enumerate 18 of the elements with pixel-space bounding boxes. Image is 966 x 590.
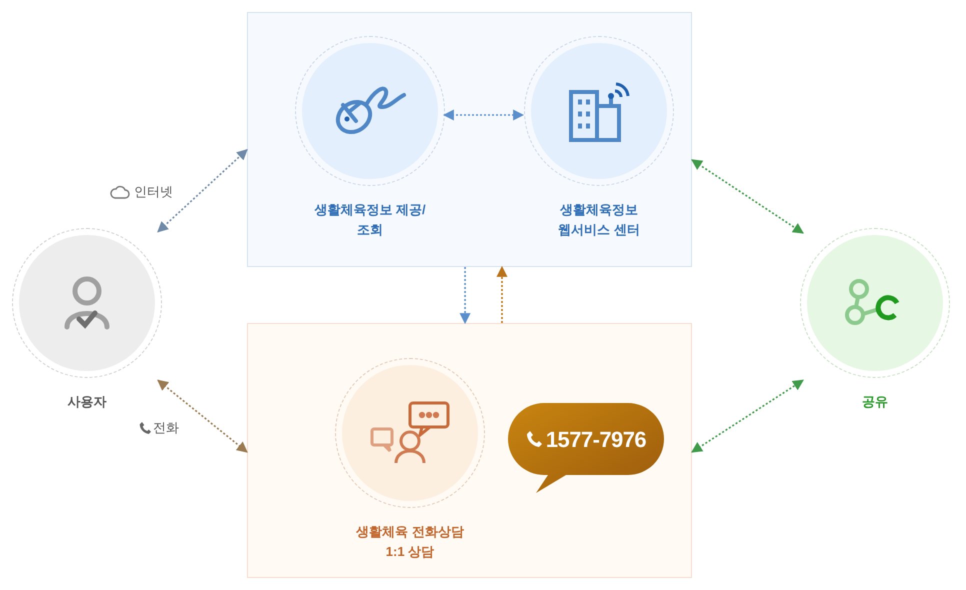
arrow — [460, 267, 471, 324]
speech-bubble — [508, 403, 664, 493]
arrow — [157, 148, 248, 232]
arrow — [691, 380, 804, 453]
node-label: 생활체육정보 웹서비스 센터 — [557, 201, 641, 239]
panel — [247, 323, 692, 578]
phone-number: 1577-7976 — [546, 426, 646, 454]
arrow — [157, 380, 248, 453]
connection-label: 인터넷 — [134, 183, 173, 201]
node-label: 생활체육정보 제공/조회 — [313, 201, 427, 239]
arrow — [496, 266, 508, 323]
connection-label: 전화 — [153, 419, 179, 437]
node-label: 사용자 — [66, 393, 108, 411]
panel — [247, 12, 692, 267]
node-label: 공유 — [861, 393, 889, 411]
node-label: 생활체육 전화상담 1:1 상담 — [355, 523, 465, 561]
arrow — [442, 110, 524, 120]
arrow — [691, 159, 804, 234]
